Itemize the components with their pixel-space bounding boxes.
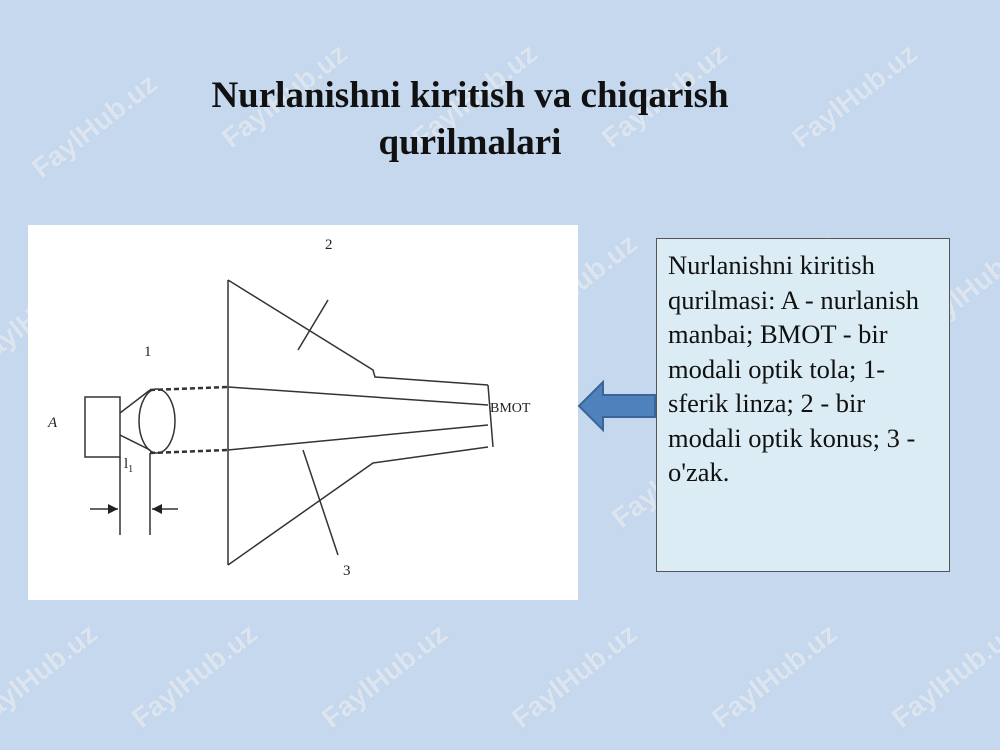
- watermark-text: FaylHub.uz: [705, 617, 843, 734]
- caption-box: Nurlanishni kiritish qurilmasi: A - nurl…: [656, 238, 950, 572]
- watermark-text: FaylHub.uz: [125, 617, 263, 734]
- arrowhead-left: [108, 504, 118, 514]
- fiber-end: [487, 384, 494, 448]
- watermark-text: FaylHub.uz: [315, 617, 453, 734]
- label-source: A: [47, 415, 58, 431]
- left-arrow-icon: [577, 379, 656, 433]
- beam-line-top: [119, 389, 151, 414]
- label-cone: 2: [325, 237, 333, 253]
- label-lens: 1: [144, 344, 152, 360]
- watermark-text: FaylHub.uz: [505, 617, 643, 734]
- beam-line-bottom: [119, 434, 151, 451]
- cone-wall-bottom: [227, 446, 489, 566]
- optical-coupler-diagram: A BMOT 1 2 3 l1: [47, 237, 531, 579]
- watermark-text: FaylHub.uz: [0, 617, 103, 734]
- leader-line-cone: [297, 299, 329, 351]
- slide-title: Nurlanishni kiritish va chiqarish qurilm…: [211, 75, 729, 163]
- label-core: 3: [343, 563, 351, 579]
- label-fiber: BMOT: [490, 401, 531, 416]
- core-line-bottom: [227, 424, 489, 451]
- label-distance: l1: [124, 456, 133, 475]
- core-line-top: [227, 386, 489, 406]
- arrowhead-right: [152, 504, 162, 514]
- leader-line-core: [302, 449, 339, 556]
- watermark-text: FaylHub.uz: [885, 617, 1000, 734]
- cone-wall-top: [227, 279, 489, 386]
- dashed-beam-bottom: [149, 448, 229, 455]
- dashed-beam-top: [149, 385, 229, 392]
- source-box: [84, 396, 121, 458]
- spherical-lens: [138, 388, 176, 454]
- diagram-panel: A BMOT 1 2 3 l1: [28, 225, 578, 600]
